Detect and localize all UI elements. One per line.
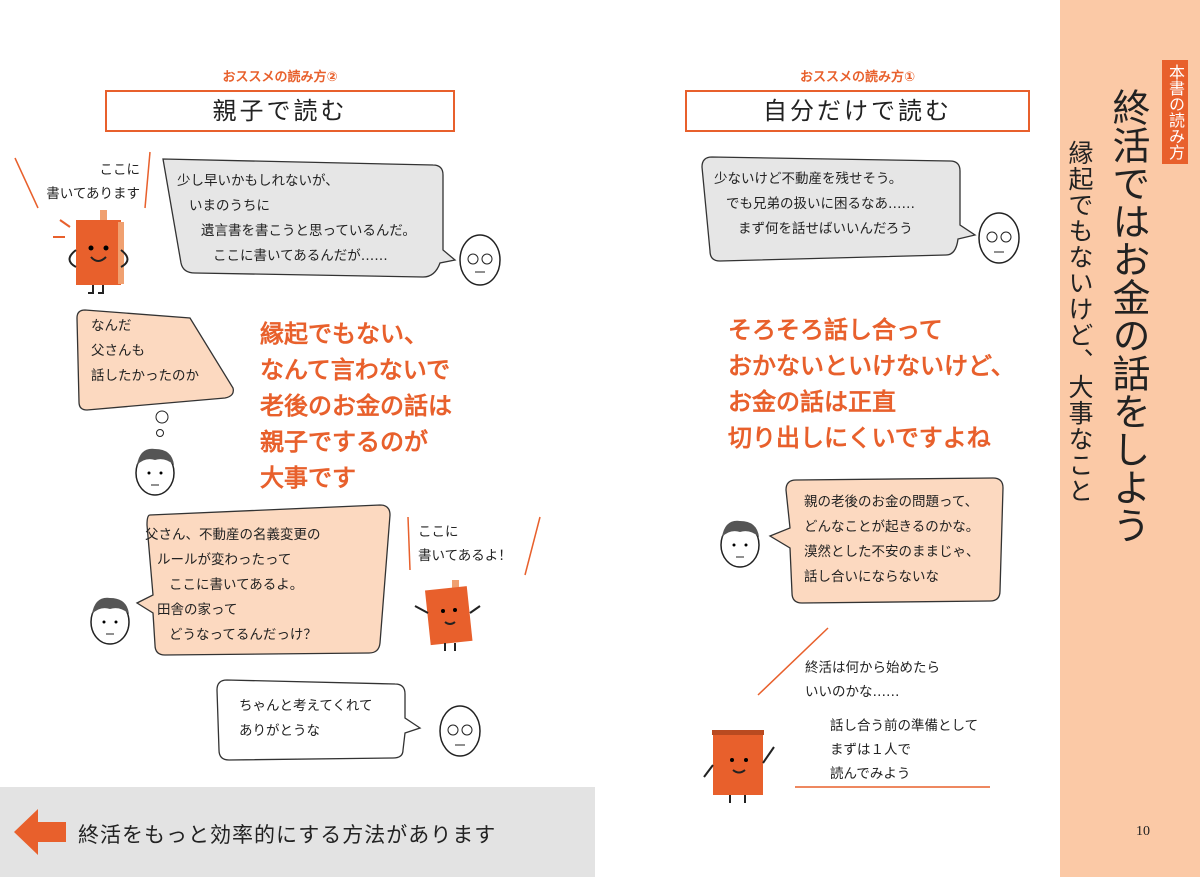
speech-bubble-son-right: 親の老後のお金の問題って、どんなことが起きるのかな。漠然とした不安のままじゃ、話…: [768, 476, 1008, 606]
speech-bubble-father-2: ちゃんと考えてくれてありがとうな: [215, 678, 422, 763]
sidebar: 本書の読み方 終活ではお金の話をしよう 縁起でもないけど、大事なこと 10: [1060, 0, 1200, 877]
banner-text: 終活をもっと効率的にする方法があります: [78, 823, 497, 847]
arrow-left-icon: [14, 809, 66, 855]
speech-bubble-son-2: 父さん、不動産の名義変更の ルールが変わったって ここに書いてあるよ。 田舎の家…: [135, 503, 395, 658]
son-face-icon: [90, 597, 130, 645]
speech-bubble-father-right: 少ないけど不動産を残せそう。 でも兄弟の扱いに困るなあ…… まず何を話せばいいん…: [700, 155, 977, 265]
thought-bubble-son: なんだ父さんも話したかったのか: [75, 308, 240, 413]
callout-lines: [407, 516, 541, 576]
book-character-icon: [703, 730, 775, 803]
grandfather-face-icon: [459, 234, 501, 286]
headline-right: そろそろ話し合っておかないといけないけど、お金の話は正直切り出しにくいですよね: [728, 316, 1015, 452]
grandfather-face-icon: [978, 212, 1020, 264]
page-number: 10: [1136, 824, 1150, 839]
sidebar-tag: 本書の読み方: [1162, 60, 1188, 164]
section-title-right: 自分だけで読む: [685, 90, 1030, 132]
headline-left: 縁起でもない、なんて言わないで老後のお金の話は親子でするのが大事です: [260, 320, 452, 492]
section-label-left: おススメの読み方②: [222, 70, 338, 85]
son-face-icon: [135, 410, 175, 496]
book-character-icon: [414, 580, 481, 651]
navigation-banner[interactable]: 終活をもっと効率的にする方法があります: [0, 787, 595, 877]
book-character-icon: [53, 210, 129, 294]
speech-bubble-father-1: 少し早いかもしれないが、 いまのうちに 遺言書を書こうと思っているんだ。 ここに…: [155, 155, 457, 280]
callout-lines: [757, 627, 990, 788]
grandfather-face-icon: [439, 705, 481, 757]
sidebar-subtitle: 縁起でもないけど、大事なこと: [1065, 140, 1094, 504]
son-face-icon: [720, 520, 760, 568]
section-title-left: 親子で読む: [105, 90, 455, 132]
section-label-right: おススメの読み方①: [799, 70, 915, 85]
sidebar-title: 終活ではお金の話をしよう: [1106, 88, 1150, 544]
book-callout-2: ここに書いてあるよ！: [418, 524, 512, 564]
callout-lines: [14, 151, 151, 209]
book-answer-text: 話し合う前の準備としてまずは１人で読んでみよう: [830, 718, 979, 782]
question-text: 終活は何から始めたらいいのかな……: [805, 660, 940, 700]
book-callout-1: ここに書いてあります: [46, 162, 140, 202]
